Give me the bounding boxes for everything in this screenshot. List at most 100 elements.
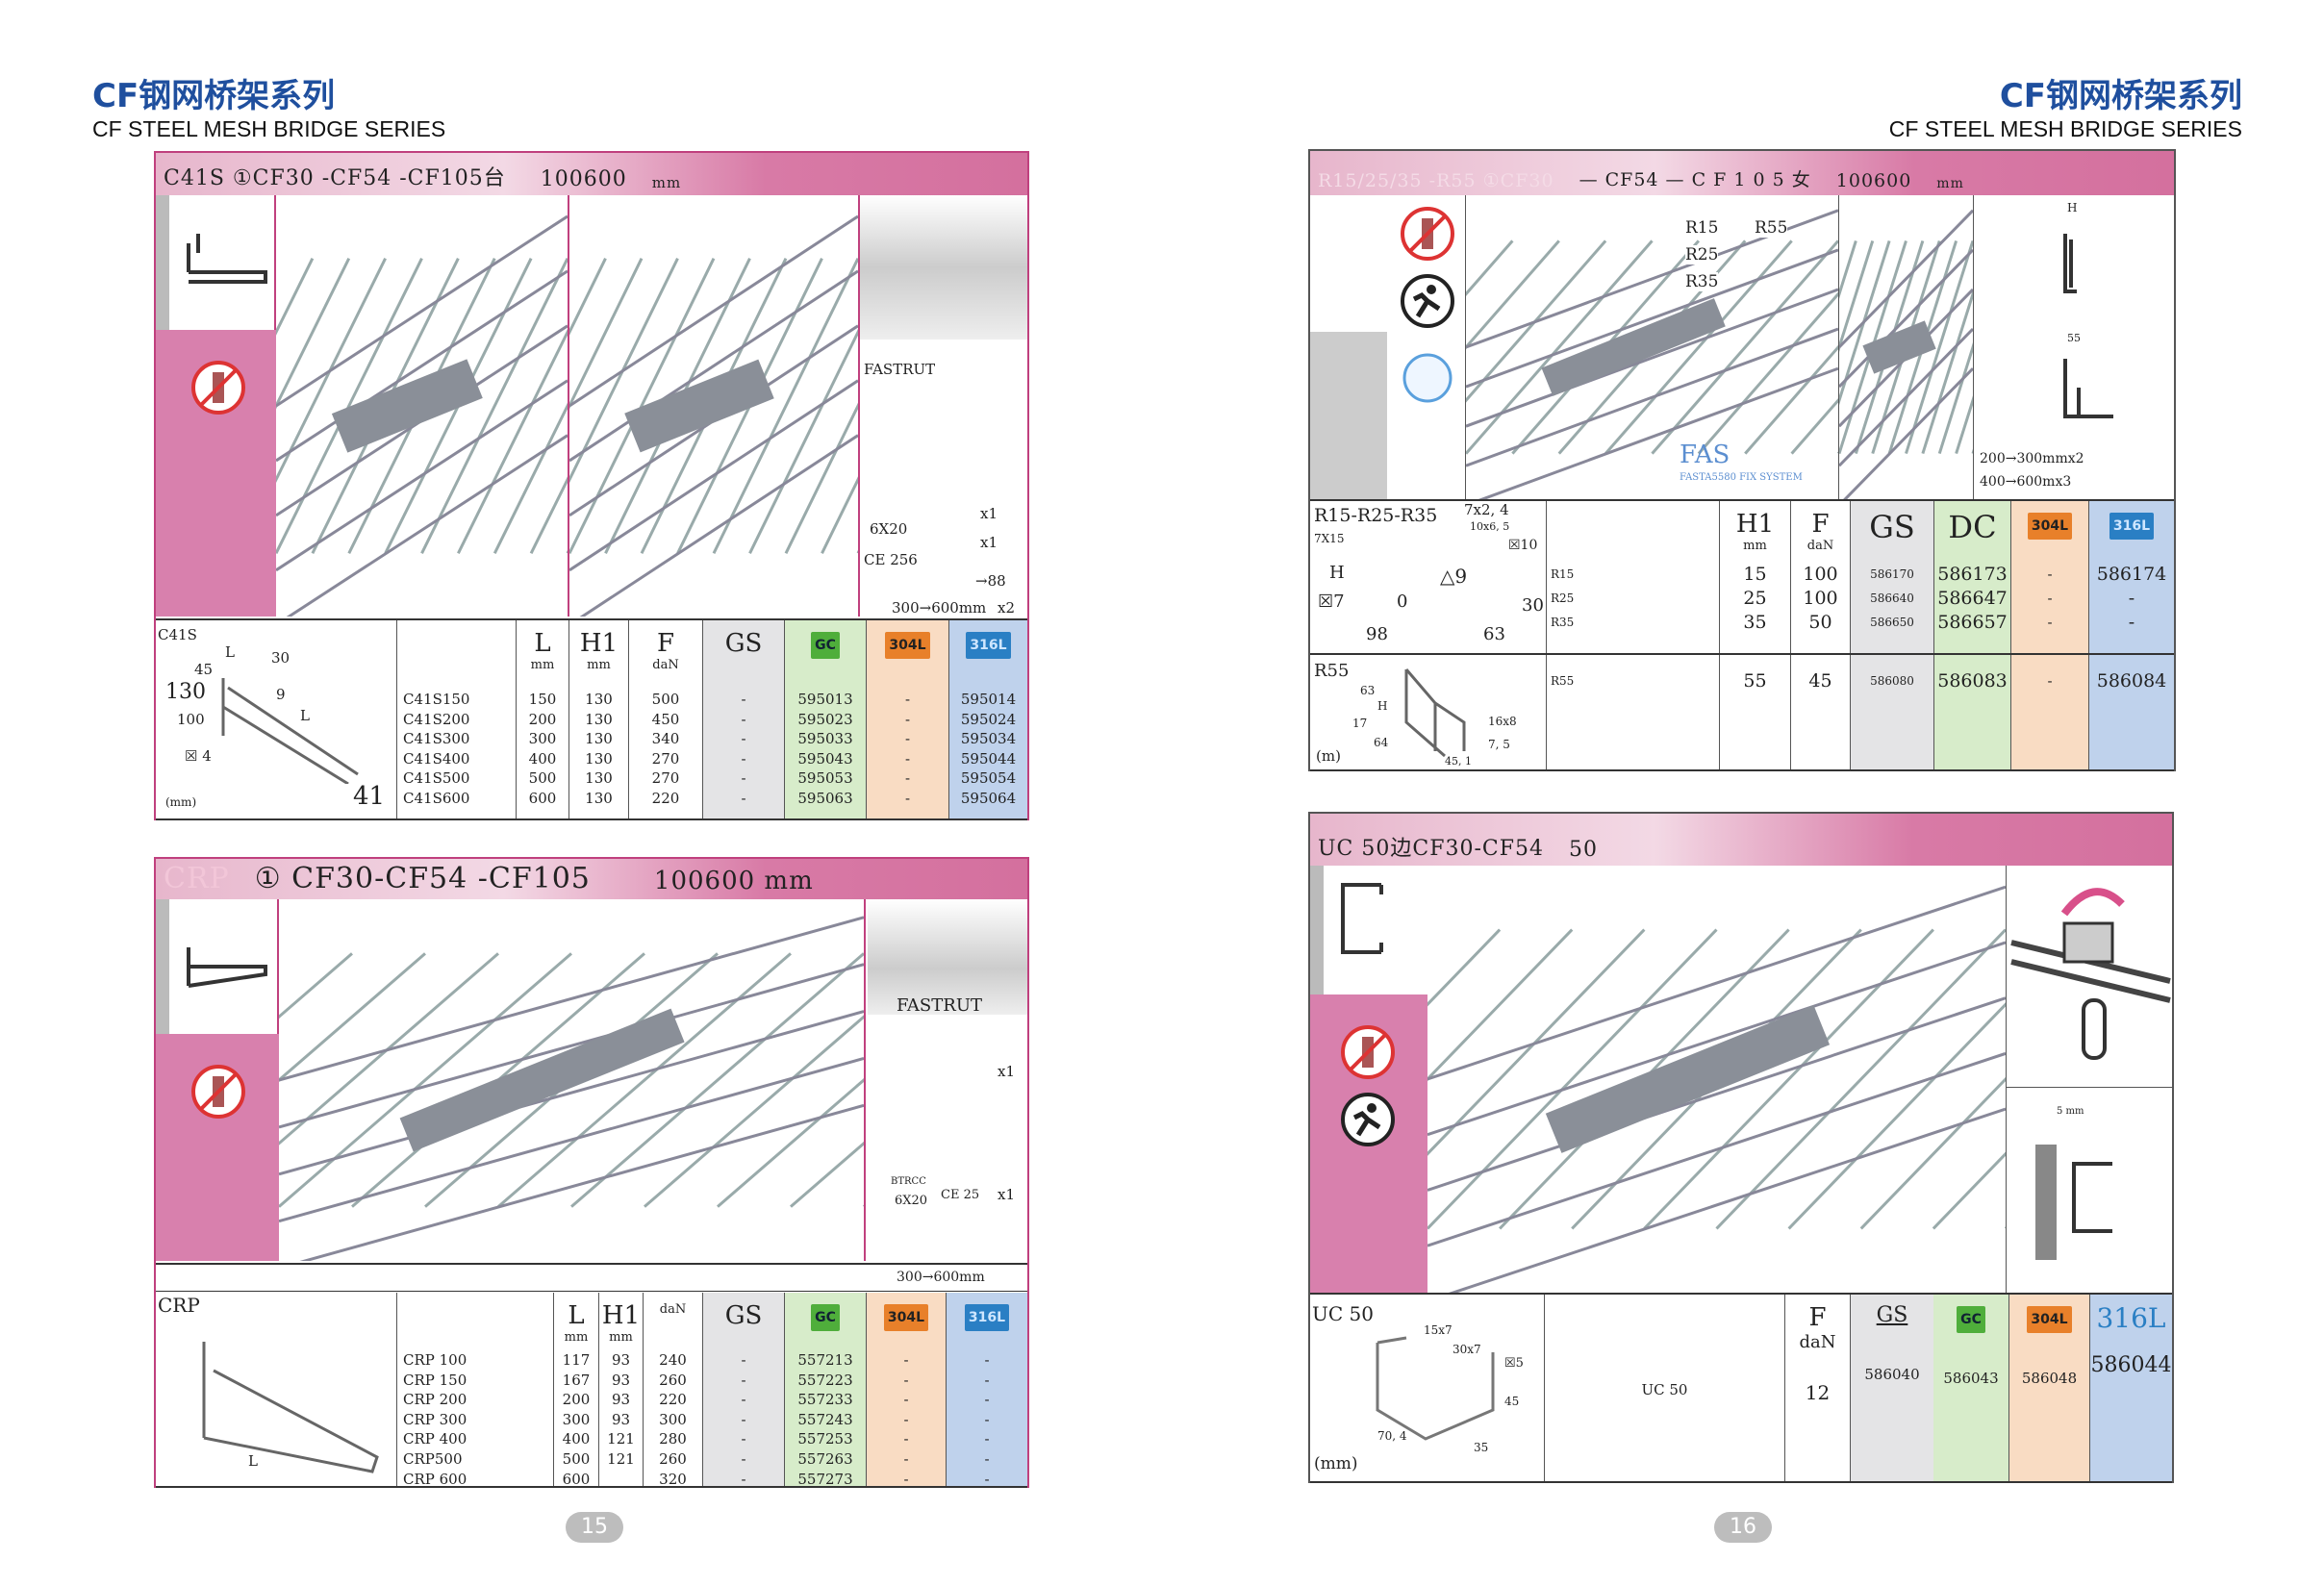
- unit-label: (m): [1316, 747, 1341, 765]
- column-gs: GS-------: [702, 1293, 784, 1488]
- dim: L: [225, 643, 235, 661]
- product-photo-crp: [279, 899, 866, 1261]
- dim: 10x6, 5: [1470, 520, 1510, 533]
- col-unit: daN: [1799, 1331, 1836, 1352]
- drawing-name: R15-R25-R35: [1314, 505, 1438, 526]
- section-heading: ① CF30-CF54 -CF105: [254, 862, 591, 895]
- col-header: GS: [724, 629, 763, 658]
- dim: 63: [1360, 684, 1376, 697]
- cell-value: 400: [562, 1430, 591, 1448]
- r55-dimension-drawing: R55 63 H 17 64 16x8 7, 5 45, 1 (m): [1310, 655, 1546, 770]
- mesh-tray-illustration: [1427, 885, 2006, 1293]
- cell-value: -: [741, 749, 746, 768]
- col-header-h1: H1: [1735, 510, 1775, 539]
- cell-value: -: [903, 1410, 909, 1428]
- cell-value: 150: [528, 691, 557, 708]
- dim: L: [300, 707, 310, 724]
- cell-value: -: [2128, 588, 2135, 609]
- cell-value: 200: [528, 710, 557, 728]
- section-heading: C41S ①CF30 -CF54 -CF105台: [164, 166, 506, 190]
- page-number-right: 16: [1714, 1512, 1772, 1543]
- uc-bracket-drawing: [1376, 1336, 1495, 1441]
- section-header: R15/25/35 -R55 ①CF30 — CF54 — C F 1 0 5 …: [1310, 151, 2174, 195]
- dim: 7, 5: [1488, 738, 1510, 751]
- row-1: R55: [1547, 669, 1716, 693]
- model-code: C41S200: [403, 710, 470, 728]
- cell-value: 586083: [1937, 670, 2008, 692]
- clip-closeup-illustration: [2010, 888, 2171, 1060]
- fasta-caption: FASTA5580 FIX SYSTEM: [1680, 472, 1803, 483]
- cell-value: 595043: [797, 749, 853, 768]
- dimension-88: →88: [975, 572, 1006, 590]
- cell-value: -: [904, 691, 911, 708]
- range-label: 300→600mm: [892, 599, 987, 617]
- cell-value: 557263: [797, 1449, 853, 1468]
- cell-value: -: [984, 1351, 990, 1369]
- cell-value: 300: [528, 730, 557, 748]
- col-header: H1: [579, 629, 619, 658]
- cell-value: -: [904, 749, 911, 768]
- drawing-name: CRP: [158, 1294, 200, 1317]
- col-unit: mm: [609, 1329, 633, 1345]
- cell-value: 15: [1743, 564, 1767, 585]
- product-photo-bracket: [276, 195, 569, 617]
- dim: 100: [177, 711, 205, 728]
- section-header: UC 50边CF30-CF54 50: [1310, 814, 2172, 866]
- dim: 70, 4: [1377, 1429, 1407, 1443]
- cell-value: 450: [651, 710, 680, 728]
- model-code: C41S500: [403, 769, 470, 788]
- load-value: 12: [1805, 1380, 1831, 1404]
- cell-value: 220: [651, 789, 680, 807]
- gc-badge: GC: [811, 1304, 840, 1331]
- 316l-header: 316L: [2096, 1302, 2166, 1334]
- cell-value: 586657: [1937, 612, 2008, 633]
- profile-icon-area: [1310, 866, 1427, 994]
- click-fix-icon: [1402, 353, 1452, 403]
- dim: 15x7: [1424, 1323, 1452, 1337]
- section-heading: — CF54 — C F 1 0 5 女: [1579, 169, 1811, 190]
- length-range: 100600: [540, 167, 627, 191]
- gc-code: 586043: [1943, 1370, 1999, 1387]
- cell-value: 320: [659, 1470, 687, 1488]
- bracket-drawing: [202, 1342, 379, 1473]
- col-header-gs: GS: [1876, 1303, 1908, 1327]
- bracket-profile-icon: [187, 947, 267, 988]
- cell-value: -: [741, 1391, 746, 1409]
- unit-label: (mm): [165, 795, 197, 809]
- 316l-badge: 316L: [966, 632, 1011, 659]
- cell-value: -: [741, 1410, 746, 1428]
- column-s304: 304L----: [2010, 501, 2088, 769]
- cell-value: 595013: [797, 691, 853, 708]
- uc-mounted-illustration: [2035, 1145, 2112, 1260]
- cell-value: -: [904, 769, 911, 788]
- col-unit: mm: [564, 1329, 589, 1345]
- row-0: ---: [2011, 563, 2088, 635]
- 304l-badge: 304L: [2027, 1306, 2072, 1333]
- btrcc-label: BTRCC: [891, 1176, 926, 1187]
- uc50-dimension-drawing: UC 50 15x7 30x7 ☒5 45 70, 4 35 (mm): [1310, 1295, 1544, 1483]
- col-header-dc: DC: [1948, 509, 1997, 545]
- r-bracket-spec-table: R15-R25-R35 7x2, 4 10x6, 5 7X15 ☒10 H ☒7…: [1310, 499, 2174, 771]
- qty-x1: x1: [998, 1063, 1016, 1080]
- cell-value: 93: [611, 1391, 631, 1409]
- col-header-s304: 304L: [2027, 513, 2073, 540]
- mesh-tray-illustration: [279, 916, 864, 1261]
- r55-bracket-drawing: [1404, 668, 1466, 758]
- cell-value: 35: [1743, 612, 1767, 633]
- col-header-fu: daN: [1806, 538, 1834, 553]
- cell-value: 557223: [797, 1371, 853, 1389]
- series-title-cn: CF钢网桥架系列: [92, 77, 336, 115]
- section-r-brackets: R15/25/35 -R55 ①CF30 — CF54 — C F 1 0 5 …: [1308, 149, 2176, 771]
- cell-value: -: [903, 1470, 909, 1488]
- dim: ☒10: [1508, 538, 1538, 553]
- dim: 45: [1504, 1395, 1520, 1408]
- accessory-panel: FASTRUT 6X20 CE 256 x1 x1 →88: [860, 195, 1027, 597]
- dim: 41: [353, 782, 386, 811]
- dim: 45: [194, 661, 214, 678]
- range-label: 400→600mx3: [1980, 474, 2072, 490]
